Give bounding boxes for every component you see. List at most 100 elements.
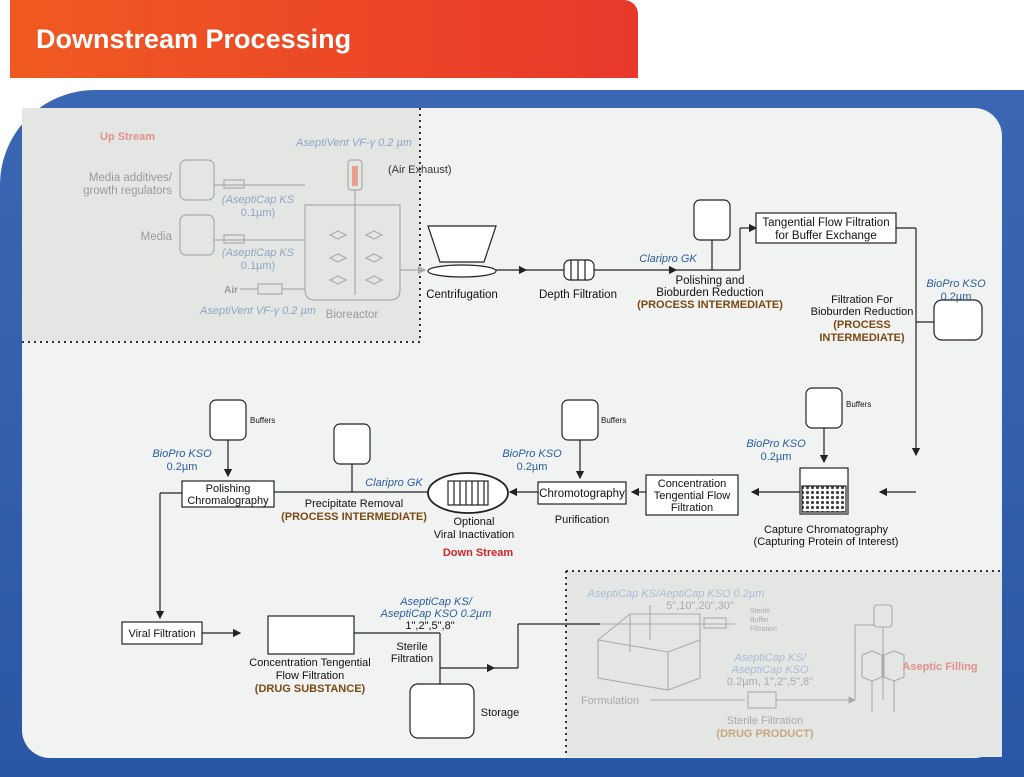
ks-filter-1 [223, 179, 245, 189]
precipitate-bag [333, 423, 371, 465]
row3-graphics [121, 615, 600, 739]
polishing-bag [693, 199, 731, 241]
filling-graphics [597, 604, 905, 712]
drug-substance-label: (DRUG SUBSTANCE) [255, 683, 366, 695]
centrifugation-label: Centrifugation [426, 289, 498, 301]
upstream-heading: Up Stream [100, 131, 155, 143]
tff-label-2: for Buffer Exchange [775, 230, 876, 242]
media-bag [179, 214, 215, 256]
asepticap-ks-label-3: 1",2",5",8" [405, 620, 454, 632]
page-title: Downstream Processing [36, 24, 352, 54]
biopro-kso-3-label: BioPro KSO [502, 448, 562, 460]
row1-graphics [427, 199, 983, 457]
sterile-buffer-label-1: Sterile [750, 608, 770, 615]
biopro-kso-1-label: BioPro KSO [926, 278, 986, 290]
conc-tff-label-2: Tengential Flow [654, 490, 730, 502]
drug-product-label: (DRUG PRODUCT) [716, 728, 813, 740]
biopro-kso-2-label: BioPro KSO [746, 438, 806, 450]
polishing-chrom-box [181, 480, 275, 508]
media-additives-label-1: Media additives/ [89, 172, 173, 184]
biopro-kso-2-size: 0.2µm [761, 451, 792, 463]
conc-tff-label-1: Concentration [658, 478, 727, 490]
filling-background [566, 571, 1002, 757]
process-intermediate-3: (PROCESS INTERMEDIATE) [281, 511, 427, 523]
centrifuge-hopper [427, 225, 497, 263]
bioreactor-vessel [304, 204, 401, 301]
optional-label-1: Optional [454, 516, 495, 528]
filling-region [565, 570, 1002, 757]
viral-filtration-label: Viral Filtration [128, 628, 195, 640]
row2-graphics [155, 387, 916, 620]
tff-box [755, 212, 897, 244]
polishing-label-1: Polishing and [675, 275, 744, 287]
biopro-kso-4-size: 0.2µm [167, 461, 198, 473]
capture-label-1: Capture Chromatography [764, 524, 889, 536]
asepticap-ks-label-1: AseptiCap KS/ [399, 596, 472, 608]
conc-tff-ds-box [267, 615, 355, 655]
capture-label-2: (Capturing Protein of Interest) [754, 536, 899, 548]
buffers-1-label: Buffers [846, 400, 871, 409]
header-banner: Downstream Processing [10, 0, 638, 78]
conc-tff-label-3: Filtration [671, 502, 713, 514]
impeller-1 [328, 230, 384, 240]
optional-label-2: Viral Inactivation [434, 529, 515, 541]
process-intermediate-2b: INTERMEDIATE) [819, 332, 905, 344]
conc-tff-ds-label-2: Flow Filtration [276, 670, 344, 682]
media-additives-bag [179, 159, 215, 201]
bioreactor-label: Bioreactor [326, 309, 379, 321]
depth-filter [563, 259, 595, 281]
air-label: Air [224, 285, 238, 296]
sterile-buffer-label-3: Filtration [750, 626, 777, 633]
impeller-3 [328, 275, 384, 285]
impeller-2 [328, 253, 384, 263]
conc-tff-box [645, 474, 739, 516]
biopro-kso-1-size: 0.2µm [941, 291, 972, 303]
sterile-filtration-label: Sterile Filtration [727, 715, 803, 727]
media-label: Media [141, 231, 173, 243]
capture-resin [801, 485, 847, 513]
biopro-kso-4-label: BioPro KSO [152, 448, 212, 460]
upstream-graphics [179, 159, 427, 301]
filling-mid-label-2: AseptiCap KSO [730, 664, 808, 676]
vent-top-label: AseptiVent VF-γ 0.2 µm [295, 137, 412, 149]
process-intermediate-2a: (PROCESS [833, 319, 890, 331]
buffers-2-label: Buffers [601, 416, 626, 425]
tff-label-1: Tangential Flow Filtration [762, 217, 889, 229]
formulation-label: Formulation [581, 695, 639, 707]
media-additives-label-2: growth regulators [83, 185, 172, 197]
polishing-label-2: Bioburden Reduction [656, 287, 763, 299]
filling-top-label-2: 5",10",20",30" [666, 600, 734, 612]
biopro-kso-3-size: 0.2µm [517, 461, 548, 473]
filling-bottle-2 [883, 650, 905, 682]
ks-filter-2 [223, 234, 245, 244]
filling-mid-label-3: 0.2µm, 1",2",5",8" [727, 676, 813, 688]
air-exhaust-label: (Air Exhaust) [388, 164, 452, 176]
vent-filter [347, 159, 363, 191]
bioburden-label-2: Bioburden Reduction [811, 306, 914, 318]
depth-filtration-label: Depth Filtration [539, 289, 617, 301]
sterile-buffer-label-2: Buffer [750, 617, 769, 624]
capture-buffer-bag [805, 387, 843, 429]
ks-filter-1-name: (AseptiCap KS [222, 194, 295, 206]
purification-label: Purification [555, 514, 609, 526]
sterile-label-1: Sterile [396, 641, 427, 653]
buffers-3-label: Buffers [250, 416, 275, 425]
polishing-buffer-bag [209, 399, 247, 441]
upstream-background [22, 108, 420, 341]
filling-top-label-1: AseptiCap KS/AeptiCap KSO 0.2µm [587, 588, 765, 600]
bioburden-label-1: Filtration For [831, 294, 893, 306]
bioburden-bag [933, 299, 983, 341]
ks-filter-2-name: (AseptiCap KS [222, 247, 295, 259]
filling-bottle-1 [861, 650, 883, 682]
process-intermediate-1: (PROCESS INTERMEDIATE) [637, 299, 783, 311]
chromotography-box [537, 481, 627, 505]
asepticap-ks-label-2: AseptiCap KSO 0.2µm [380, 608, 492, 620]
storage-bag [409, 683, 475, 739]
claripro-1-label: Claripro GK [639, 253, 697, 265]
storage-label: Storage [481, 707, 520, 719]
claripro-2-label: Claripro GK [365, 477, 423, 489]
ks-filter-1-size: 0.1µm) [241, 207, 275, 219]
vent-bottom-label: AseptiVent VF-γ 0.2 µm [199, 305, 316, 317]
chrom-buffer-bag [561, 399, 599, 441]
